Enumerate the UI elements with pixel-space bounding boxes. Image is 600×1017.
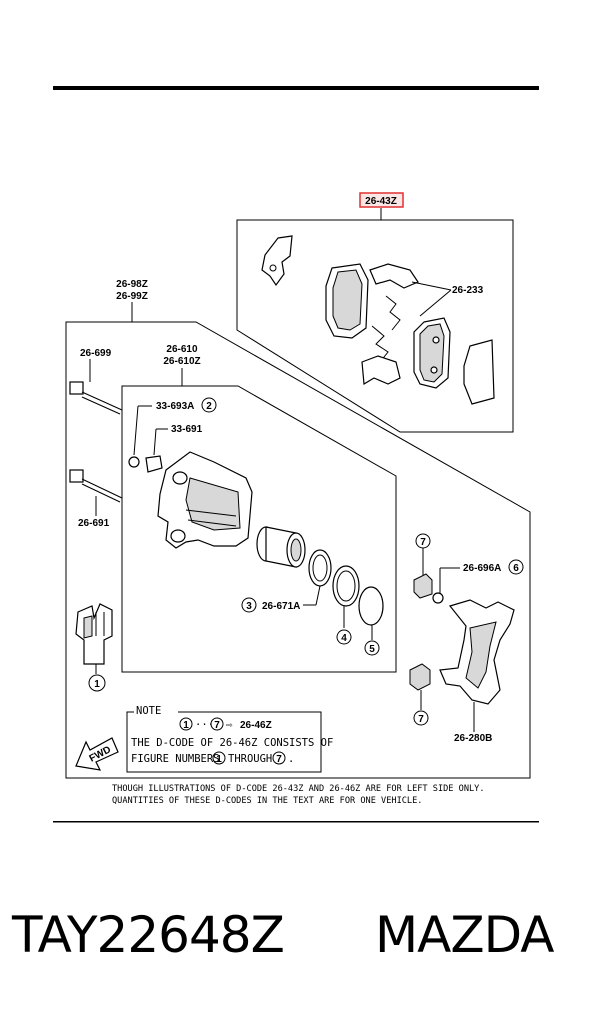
guide-bolt-code-top: 26-98Z	[116, 279, 148, 290]
guide-bolt-code-bottom: 26-99Z	[116, 291, 148, 302]
bottom-rule	[53, 821, 539, 823]
note-num-circle	[272, 751, 286, 765]
pad-clip-leader	[419, 289, 452, 317]
shim-hole	[269, 264, 277, 272]
note-code: 26-46Z	[240, 720, 272, 731]
pad-set-highlight[interactable]	[359, 192, 404, 208]
pad-set-stack-face	[83, 615, 93, 639]
footer-line1: THOUGH ILLUSTRATIONS OF D-CODE 26-43Z AN…	[112, 784, 485, 794]
note-line3-b: THROUGH	[228, 753, 272, 765]
brake-pad-outer-backing	[419, 323, 445, 383]
note-line3-end: .	[288, 753, 294, 765]
pad-set-stack-detail	[95, 612, 105, 636]
pad-shim-right	[463, 339, 495, 405]
note-arrow: ⇨	[226, 719, 233, 731]
brake-pad-inner-backing	[332, 269, 363, 331]
piston-num: 4	[341, 633, 347, 644]
note-box	[126, 711, 322, 773]
piston-num-circle	[336, 629, 352, 645]
pad-clip-leader	[411, 281, 452, 291]
note-num-circle	[210, 717, 224, 731]
fwd-arrow	[75, 737, 119, 771]
caliper-body-frame	[121, 385, 397, 673]
caliper-code-bottom: 26-610Z	[163, 356, 200, 367]
pad-set-frame	[236, 219, 514, 433]
note-title-bg	[134, 704, 178, 717]
bleeder-cap-label: 33-693A	[156, 401, 194, 412]
caliper-boss	[172, 471, 188, 485]
sleeve-boot-upper	[413, 573, 433, 599]
boot-num: 5	[369, 644, 375, 655]
note-line3-from: 1	[216, 754, 222, 765]
note-line3-to: 7	[276, 754, 282, 765]
guide-bolt-label: 26-699	[80, 348, 112, 359]
caliper-code-top: 26-610	[166, 344, 198, 355]
caliper-bracket-face	[465, 621, 497, 689]
note-to: 7	[214, 720, 220, 731]
piston-seal-num-circle	[241, 597, 257, 613]
piston-seal-num: 3	[246, 601, 252, 612]
note-num-circle	[212, 751, 226, 765]
sleeve-boot-num-circle	[508, 559, 524, 575]
sleeve-boot-label: 26-696A	[463, 563, 501, 574]
guide-bolt-shaft	[81, 478, 123, 499]
guide-bolt-shaft	[81, 396, 121, 415]
note-line3-a: FIGURE NUMBERS	[131, 753, 220, 765]
bracket-label: 26-280B	[454, 733, 492, 744]
anti-rattle-spring-1	[385, 295, 401, 331]
bleeder-screw-leader	[153, 428, 157, 456]
brand-caption: MAZDA	[375, 906, 554, 964]
bleeder-screw	[145, 455, 163, 473]
bleeder-screw-label: 33-691	[171, 424, 203, 435]
bleeder-cap-num: 2	[206, 401, 212, 412]
pad-clip-top	[369, 263, 419, 289]
bleeder-cap	[128, 456, 140, 468]
note-title: NOTE	[136, 705, 161, 717]
fwd-label: FWD	[88, 744, 113, 764]
piston-seal-label: 26-671A	[262, 601, 300, 612]
note-from: 1	[183, 720, 189, 731]
note-sep: ···	[195, 719, 214, 731]
pad-set-stack	[75, 603, 113, 665]
sleeve-num-lower-circle	[413, 710, 429, 726]
note-line2: THE D-CODE OF 26-46Z CONSISTS OF	[131, 737, 333, 749]
pad-shim-left	[261, 235, 293, 287]
caliper-assembly-frame	[65, 321, 531, 779]
top-rule	[53, 86, 539, 90]
caliper-body-detail	[185, 509, 237, 527]
boot-ring	[358, 586, 384, 626]
pad-set-code[interactable]: 26-43Z	[365, 196, 397, 207]
guide-bolt-head	[69, 469, 84, 483]
boot-num-circle	[364, 640, 380, 656]
piston-boot-inner	[336, 570, 356, 602]
pad-clip-bottom	[361, 355, 401, 386]
bleeder-cap-leader	[133, 405, 139, 456]
note-num-circle	[179, 717, 193, 731]
guide-bolt-shaft	[81, 391, 123, 411]
pad-num-circle	[88, 674, 106, 692]
sleeve-boot-lower	[409, 663, 431, 691]
bleeder-cap-num-circle	[201, 397, 217, 413]
caliper-body-window	[185, 477, 241, 531]
sleeve-bushing	[432, 592, 444, 604]
pad-clip-label: 26-233	[452, 285, 484, 296]
piston-seal-inner	[312, 554, 328, 582]
caliper-boss	[170, 529, 186, 543]
pad-hole	[430, 366, 438, 374]
guide-bolt-head	[69, 381, 84, 395]
piston-seal-leader	[315, 585, 321, 606]
guide-bolt-shaft	[81, 483, 121, 503]
footer-line2: QUANTITIES OF THESE D-CODES IN THE TEXT …	[112, 796, 422, 806]
part-number-caption: TAY22648Z	[12, 906, 285, 964]
sleeve-num-upper: 7	[420, 537, 426, 548]
sleeve-boot-num: 6	[513, 563, 519, 574]
piston-face-inner	[290, 538, 302, 562]
sleeve-num-lower: 7	[418, 714, 424, 725]
pad-num: 1	[94, 679, 100, 690]
guide-bolt-lower-label: 26-691	[78, 518, 110, 529]
pad-hole	[432, 336, 440, 344]
anti-rattle-spring-2	[371, 325, 389, 363]
